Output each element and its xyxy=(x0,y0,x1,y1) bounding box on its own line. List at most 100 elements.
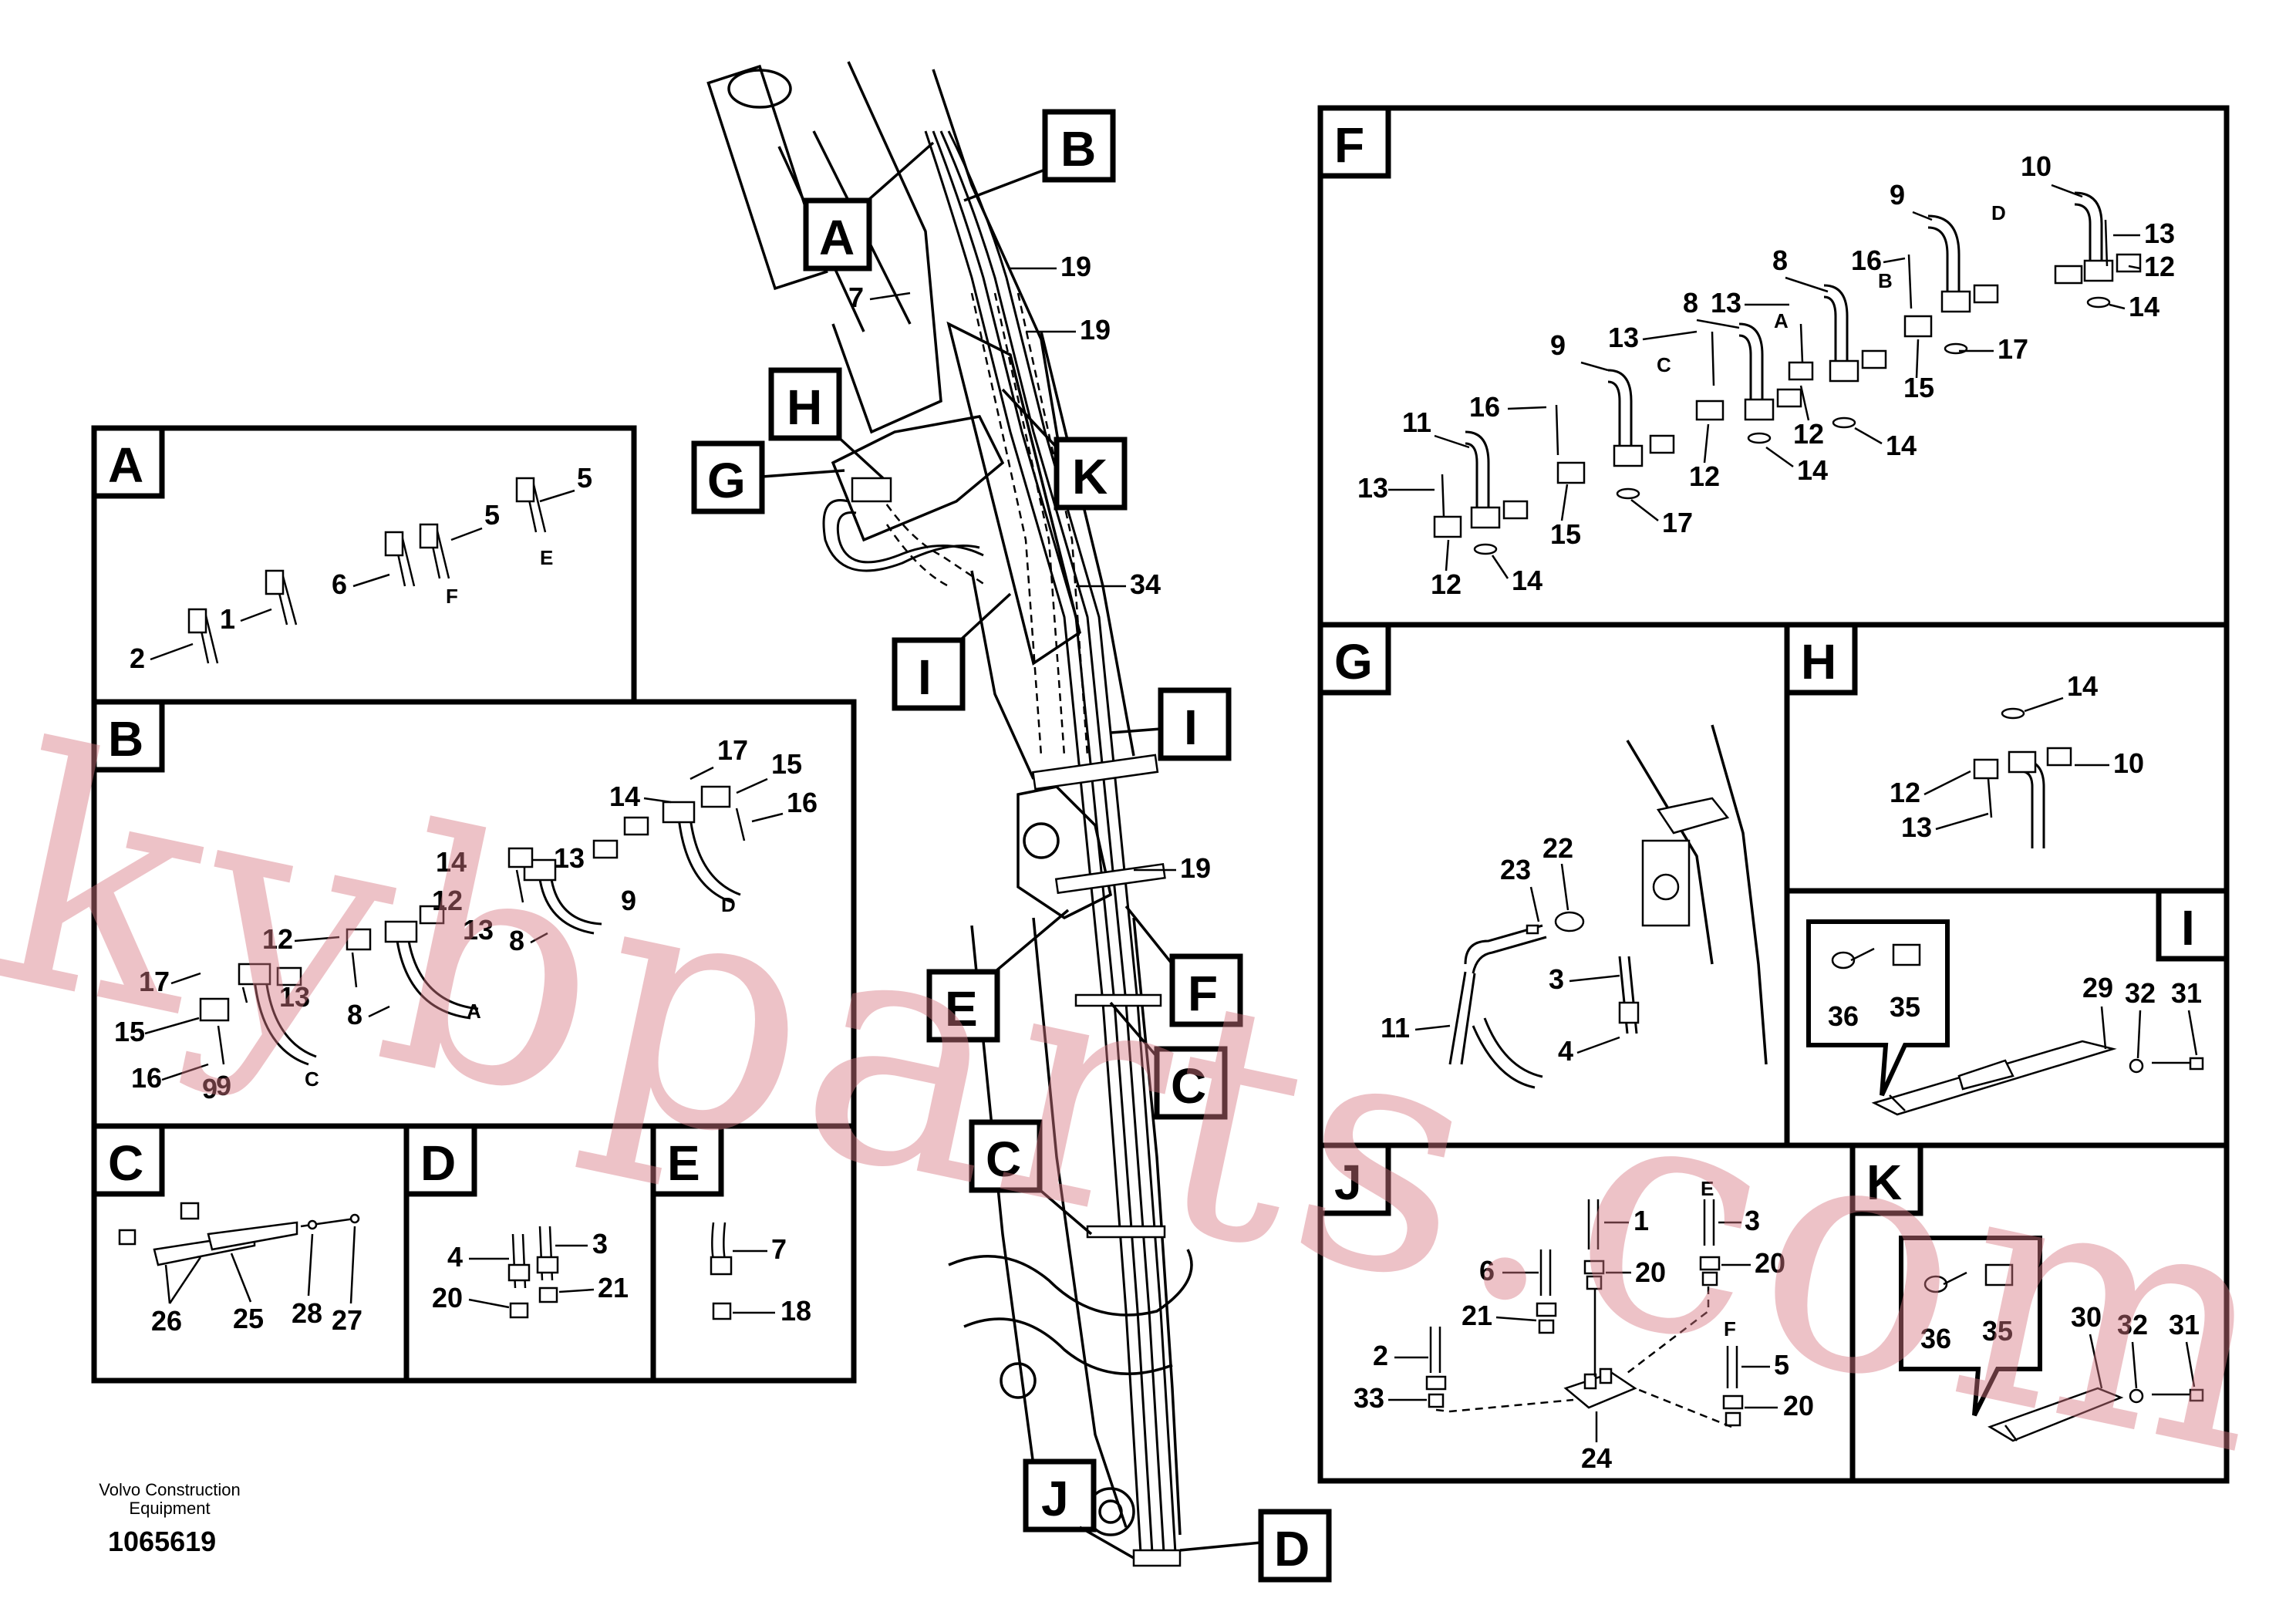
svg-text:13: 13 xyxy=(1357,472,1388,504)
svg-text:15: 15 xyxy=(771,748,802,780)
callout-H[interactable]: H xyxy=(768,367,885,480)
svg-text:15: 15 xyxy=(1550,518,1581,550)
callout-C-right[interactable]: C xyxy=(1109,1001,1228,1120)
panel-G-title: G xyxy=(1334,634,1373,690)
svg-text:12: 12 xyxy=(432,885,463,916)
svg-text:6: 6 xyxy=(1479,1255,1495,1286)
svg-text:25: 25 xyxy=(233,1303,264,1334)
svg-text:17: 17 xyxy=(717,734,748,766)
svg-text:1: 1 xyxy=(1633,1205,1649,1236)
svg-text:12: 12 xyxy=(2144,251,2175,282)
svg-text:36: 36 xyxy=(1920,1323,1951,1354)
svg-text:20: 20 xyxy=(432,1282,463,1313)
svg-text:17: 17 xyxy=(1998,333,2028,365)
panel-D-title: D xyxy=(420,1135,456,1191)
svg-text:13: 13 xyxy=(1711,287,1741,319)
svg-text:32: 32 xyxy=(2125,977,2156,1009)
svg-text:3: 3 xyxy=(1549,963,1564,995)
panel-D: D 4 3 20 21 xyxy=(403,1123,656,1384)
boom-arm-assembly xyxy=(706,61,1193,1567)
svg-text:28: 28 xyxy=(292,1297,322,1329)
svg-text:13: 13 xyxy=(554,842,585,874)
panel-E: E 7 18 xyxy=(650,1123,857,1384)
callout-C-left[interactable]: C xyxy=(969,1119,1093,1236)
panel-B-title: B xyxy=(108,711,143,767)
svg-text:31: 31 xyxy=(2171,977,2202,1009)
panel-K-title: K xyxy=(1866,1155,1902,1210)
svg-text:8: 8 xyxy=(1772,244,1788,276)
svg-text:14: 14 xyxy=(2067,670,2098,702)
svg-text:13: 13 xyxy=(2144,218,2175,249)
svg-text:A: A xyxy=(1774,309,1789,332)
svg-text:F: F xyxy=(1188,966,1218,1021)
svg-text:9: 9 xyxy=(202,1073,217,1104)
svg-text:G: G xyxy=(707,453,746,508)
svg-text:36: 36 xyxy=(1828,1000,1859,1032)
svg-text:23: 23 xyxy=(1500,854,1531,885)
callout-A[interactable]: A xyxy=(803,141,935,271)
svg-text:C: C xyxy=(986,1131,1021,1187)
svg-text:21: 21 xyxy=(598,1272,629,1303)
svg-text:14: 14 xyxy=(1512,565,1542,596)
svg-text:3: 3 xyxy=(592,1228,608,1259)
svg-text:11: 11 xyxy=(1381,1012,1410,1044)
svg-text:16: 16 xyxy=(1469,391,1500,423)
panel-H-title: H xyxy=(1801,634,1836,690)
svg-text:6: 6 xyxy=(332,568,347,600)
svg-text:C: C xyxy=(1657,353,1671,376)
callout-B[interactable]: B xyxy=(963,109,1116,202)
svg-text:14: 14 xyxy=(1797,454,1828,486)
svg-text:11: 11 xyxy=(1402,406,1431,438)
svg-text:8: 8 xyxy=(347,999,362,1030)
panel-A: A 2 1 6 5 5 F E xyxy=(91,425,637,705)
svg-text:12: 12 xyxy=(1890,777,1920,808)
callout-I-right[interactable]: I xyxy=(1110,687,1232,761)
svg-text:8: 8 xyxy=(1683,287,1698,319)
svg-text:27: 27 xyxy=(332,1304,362,1336)
callout-K[interactable]: K xyxy=(1001,388,1128,511)
svg-text:24: 24 xyxy=(1581,1442,1612,1474)
svg-text:5: 5 xyxy=(1774,1349,1789,1381)
svg-text:D: D xyxy=(1991,201,2006,224)
svg-text:F: F xyxy=(1724,1317,1736,1340)
svg-text:5: 5 xyxy=(577,462,592,494)
svg-text:12: 12 xyxy=(262,923,293,955)
svg-text:10: 10 xyxy=(2113,747,2144,779)
panel-I: I 36 35 29 32 31 xyxy=(1784,888,2230,1148)
svg-text:9: 9 xyxy=(216,1070,231,1101)
svg-text:B: B xyxy=(1060,121,1096,177)
svg-text:14: 14 xyxy=(609,781,640,812)
svg-text:7: 7 xyxy=(771,1233,787,1265)
svg-text:20: 20 xyxy=(1755,1247,1785,1279)
callout-J[interactable]: J xyxy=(1023,1458,1135,1560)
svg-text:30: 30 xyxy=(2071,1301,2102,1333)
svg-text:H: H xyxy=(787,379,822,435)
label-19-top: 19 xyxy=(1060,251,1091,282)
svg-text:17: 17 xyxy=(1662,507,1693,538)
callout-I-left[interactable]: I xyxy=(892,592,1012,711)
drawing-number: 1065619 xyxy=(108,1526,217,1557)
svg-text:12: 12 xyxy=(1431,568,1462,600)
callout-G[interactable]: G xyxy=(691,440,845,514)
svg-text:14: 14 xyxy=(436,846,467,878)
svg-text:8: 8 xyxy=(509,925,524,956)
svg-text:15: 15 xyxy=(1903,372,1934,403)
panel-H: H 14 12 10 13 xyxy=(1784,622,2230,894)
svg-text:C: C xyxy=(1171,1058,1206,1114)
svg-text:20: 20 xyxy=(1635,1256,1666,1288)
svg-text:29: 29 xyxy=(2082,972,2113,1003)
panel-J-title: J xyxy=(1334,1155,1362,1210)
svg-text:9: 9 xyxy=(1550,329,1566,361)
panel-I-title: I xyxy=(2181,900,2195,956)
callout-F[interactable]: F xyxy=(1124,905,1243,1027)
panel-E-title: E xyxy=(667,1135,700,1191)
svg-text:18: 18 xyxy=(781,1295,811,1327)
label-7: 7 xyxy=(848,282,864,313)
svg-text:16: 16 xyxy=(131,1062,162,1094)
callout-E[interactable]: E xyxy=(926,909,1070,1043)
panel-J: J 1 E 3 6 20 20 21 xyxy=(1317,1142,1856,1484)
svg-text:D: D xyxy=(721,893,736,916)
callout-D[interactable]: D xyxy=(1179,1509,1332,1583)
svg-text:I: I xyxy=(918,649,932,705)
